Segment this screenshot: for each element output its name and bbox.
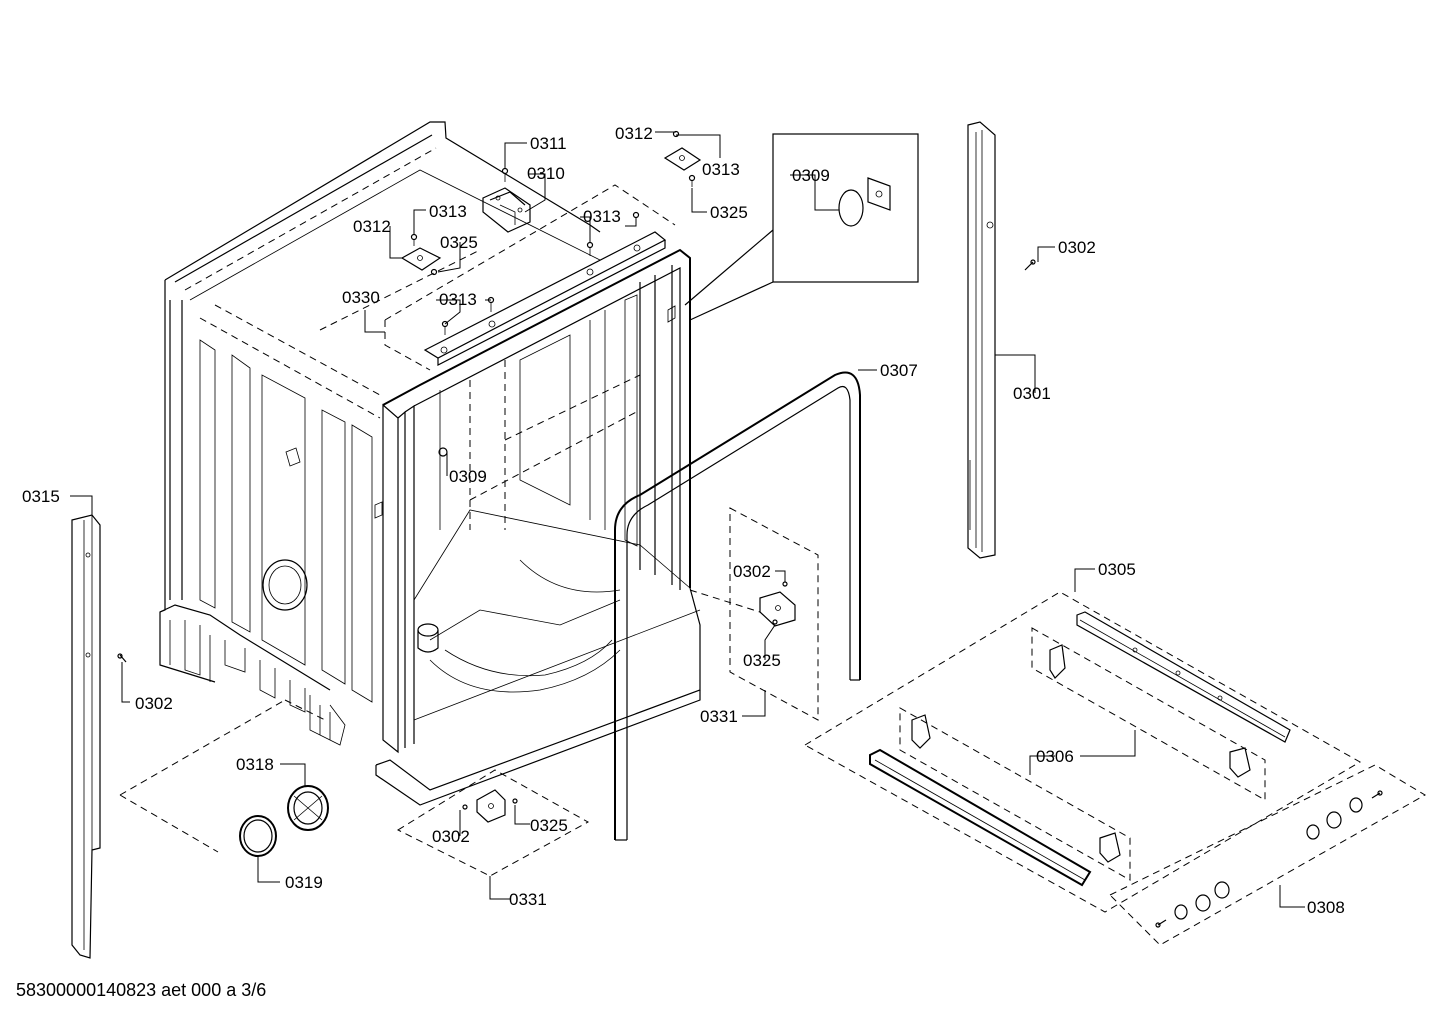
label-0325: 0325 <box>710 203 748 222</box>
label-0313: 0313 <box>702 160 740 179</box>
rail-front <box>869 748 1092 887</box>
label-0311: 0311 <box>530 134 567 153</box>
label-0302: 0302 <box>733 562 771 581</box>
leader-lines <box>70 131 1305 908</box>
top-mounting-rail <box>384 184 676 371</box>
screw-0302-right <box>1024 259 1036 271</box>
label-0330: 0330 <box>342 288 380 307</box>
side-trim-0315 <box>71 514 101 959</box>
screw-0302-left <box>117 653 127 663</box>
side-trim-0301 <box>967 121 996 559</box>
door-seal-0307 <box>614 371 861 841</box>
label-0312: 0312 <box>353 217 391 236</box>
label-0312: 0312 <box>615 124 653 143</box>
label-0307: 0307 <box>880 361 918 380</box>
label-0309: 0309 <box>792 166 830 185</box>
label-0309: 0309 <box>449 467 487 486</box>
label-0319: 0319 <box>285 873 323 892</box>
label-0331: 0331 <box>509 890 547 909</box>
screws-0313 <box>441 167 640 335</box>
label-0302: 0302 <box>135 694 173 713</box>
bracket-0312-right <box>663 130 702 187</box>
label-0302: 0302 <box>1058 238 1096 257</box>
bracket-assembly-0331-right <box>689 507 819 721</box>
label-0325: 0325 <box>440 233 478 252</box>
label-0325: 0325 <box>743 651 781 670</box>
label-0301: 0301 <box>1013 384 1051 403</box>
bracket-assembly-0331-bottom <box>396 769 590 877</box>
label-0308: 0308 <box>1307 898 1345 917</box>
cover-cap-0318 <box>287 785 329 831</box>
label-0306: 0306 <box>1036 747 1074 766</box>
label-0305: 0305 <box>1098 560 1136 579</box>
label-0325: 0325 <box>530 816 568 835</box>
dishwasher-tub <box>159 121 701 806</box>
label-0315: 0315 <box>22 487 60 506</box>
base-frame-0305 <box>804 591 1361 913</box>
label-0313: 0313 <box>583 207 621 226</box>
leveling-feet-0308 <box>1109 764 1426 946</box>
label-0313: 0313 <box>439 290 477 309</box>
clips-0306 <box>911 644 1251 863</box>
pump-dashed-guide <box>119 699 326 853</box>
label-0331: 0331 <box>700 707 738 726</box>
drawing-reference-number: 58300000140823 aet 000 a 3/6 <box>16 980 267 1000</box>
label-0318: 0318 <box>236 755 274 774</box>
label-0302: 0302 <box>432 827 470 846</box>
seal-ring-0319 <box>239 815 277 857</box>
label-0313: 0313 <box>429 202 467 221</box>
hinge-0310 <box>482 187 531 233</box>
rail-rear <box>1076 611 1291 743</box>
part-number-labels: 0311 0310 0312 0313 0325 0312 0313 0325 … <box>22 124 1345 917</box>
bracket-0312-left <box>400 233 442 276</box>
detail-inset-0309 <box>684 133 919 321</box>
label-0310: 0310 <box>527 164 565 183</box>
